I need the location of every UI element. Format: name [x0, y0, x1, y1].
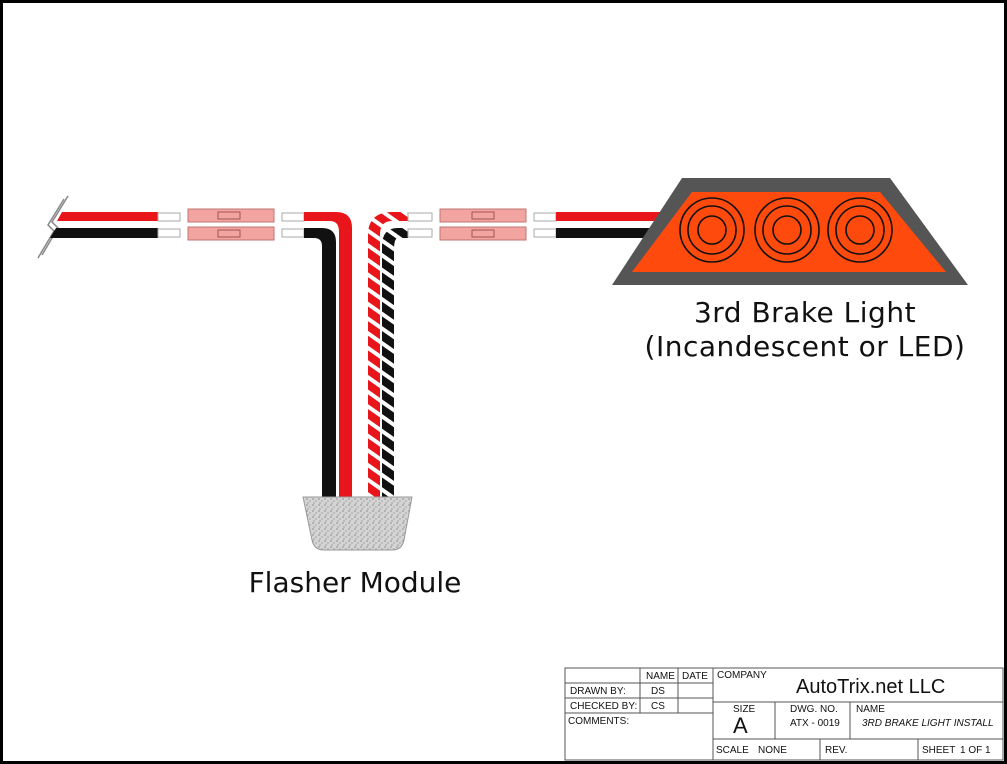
drawn-by-label: DRAWN BY: [570, 686, 626, 697]
brake-light-label-line1: 3rd Brake Light [693, 296, 917, 329]
flasher-module-label: Flasher Module [248, 566, 462, 599]
date-header: DATE [682, 671, 708, 682]
rev-label: REV. [825, 745, 848, 756]
right-black-wire [556, 228, 656, 238]
dwg-no-value: ATX - 0019 [790, 718, 840, 729]
flasher-module [302, 496, 413, 551]
scale-label: SCALE [716, 745, 749, 756]
comments-label: COMMENTS: [568, 716, 630, 727]
right-red-wire [556, 212, 666, 221]
dwg-no-label: DWG. NO. [790, 704, 838, 715]
name-label: NAME [856, 704, 885, 715]
company-name: AutoTrix.net LLC [796, 676, 946, 698]
drawn-by-value: DS [651, 686, 665, 697]
brake-light-label-line2: (Incandescent or LED) [644, 330, 966, 363]
company-label: COMPANY [717, 670, 767, 681]
sheet-value: 1 OF 1 [960, 745, 991, 756]
title-block-grid [564, 667, 1004, 761]
size-value: A [733, 713, 748, 738]
left-black-wire [50, 228, 158, 238]
t-junction-wires [304, 212, 408, 500]
brake-light [612, 178, 968, 285]
right-connector-pair [439, 208, 527, 241]
left-connector-pair [187, 208, 275, 241]
scale-value: NONE [758, 745, 787, 756]
left-red-wire [57, 212, 158, 221]
sheet-label: SHEET [922, 745, 956, 756]
left-wire-pair [37, 195, 181, 259]
brake-light-label: 3rd Brake Light (Incandescent or LED) [600, 296, 1007, 364]
checked-by-value: CS [651, 701, 665, 712]
size-label: SIZE [733, 704, 756, 715]
name-header: NAME [646, 671, 675, 682]
checked-by-label: CHECKED BY: [570, 701, 638, 712]
drawing-name: 3RD BRAKE LIGHT INSTALL [862, 718, 994, 729]
